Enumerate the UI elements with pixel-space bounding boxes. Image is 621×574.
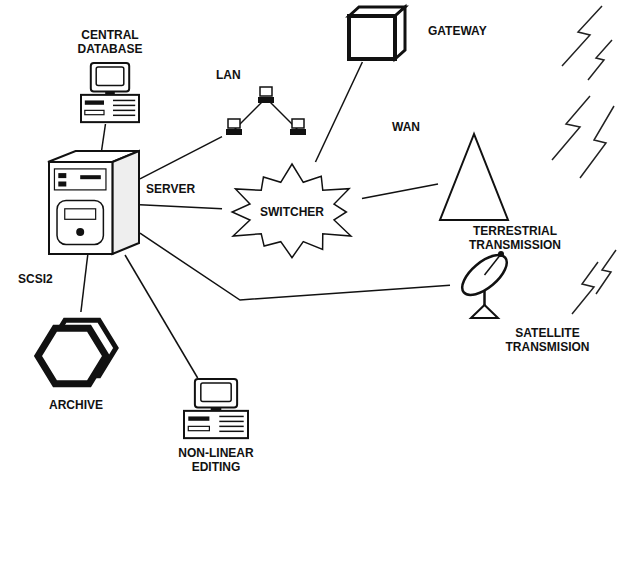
station-monitor — [292, 119, 304, 128]
gateway-front — [349, 16, 395, 59]
label-holder: LAN — [216, 68, 256, 82]
satellite-dish: SATELLITE TRANSMISION — [450, 245, 525, 320]
grille-line — [219, 421, 243, 423]
signal-zigzag — [588, 40, 612, 80]
signal-zigzag — [580, 106, 614, 178]
server-slot — [80, 175, 101, 179]
server-drive — [65, 209, 96, 220]
screen — [201, 383, 231, 402]
signal-zigzag — [572, 262, 598, 314]
node-label: ARCHIVE — [31, 398, 121, 412]
grille-line — [113, 105, 135, 107]
network-connector — [362, 184, 438, 199]
node-icon — [345, 4, 407, 62]
editing-computer: NON-LINEAR EDITING — [183, 378, 249, 440]
node-icon — [450, 245, 525, 320]
gateway-box: GATEWAY — [345, 4, 407, 62]
network-connector — [140, 205, 222, 209]
label-holder: GATEWAY — [428, 24, 508, 38]
node-icon — [438, 132, 510, 222]
drive-slot — [188, 416, 209, 420]
label-holder: SWITCHER — [260, 205, 324, 219]
drive-slot — [188, 426, 209, 430]
node-icon — [222, 86, 310, 142]
node-icon — [183, 378, 249, 440]
grille-line — [219, 431, 243, 433]
network-label: WAN — [392, 120, 420, 134]
monitor — [91, 63, 129, 92]
server-panel — [54, 169, 106, 190]
grille-line — [113, 110, 135, 112]
node-label: GATEWAY — [428, 24, 508, 38]
label-holder: WAN — [392, 120, 420, 134]
lan-network: LAN — [222, 86, 310, 142]
label-holder: SCSI2 — [16, 272, 55, 286]
label-holder: SATELLITE TRANSMISION — [490, 326, 605, 354]
system-unit — [81, 95, 139, 122]
grille-line — [219, 416, 243, 418]
terrestrial-tower: TERRESTRIAL TRANSMISSION — [438, 132, 510, 222]
archive-drive: ARCHIVE — [32, 312, 120, 394]
label-holder: NON-LINEAR EDITING — [168, 446, 264, 474]
grille-line — [113, 100, 135, 102]
server-tower: SERVER — [48, 150, 140, 255]
node-label: LAN — [216, 68, 256, 82]
switcher-starburst — [232, 164, 351, 258]
bus-label: SCSI2 — [16, 272, 55, 286]
node-label: TERRESTRIAL TRANSMISSION — [455, 224, 575, 252]
server-door — [57, 200, 103, 244]
system-unit — [184, 411, 248, 438]
network-connector — [102, 124, 106, 150]
database-computer: CENTRAL DATABASE — [80, 62, 140, 124]
switcher-burst: SWITCHER — [222, 162, 362, 262]
label-holder: TERRESTRIAL TRANSMISSION — [455, 224, 575, 252]
dish-feed — [485, 254, 502, 275]
drive-slot — [85, 110, 104, 114]
station-monitor — [260, 87, 272, 96]
signal-zigzag — [552, 96, 590, 160]
network-connector — [125, 255, 198, 378]
dish-reflector — [456, 248, 514, 302]
grille-line — [219, 426, 243, 428]
node-label: NON-LINEAR EDITING — [168, 446, 264, 474]
network-connector — [140, 137, 222, 179]
signal-zigzag — [596, 250, 616, 294]
station-monitor — [228, 119, 240, 128]
node-icon — [48, 150, 140, 255]
station-base — [258, 97, 274, 103]
server-button — [58, 173, 66, 178]
server-front — [49, 162, 112, 254]
label-holder: CENTRAL DATABASE — [62, 28, 158, 56]
node-label: SERVER — [146, 182, 216, 196]
station-base — [290, 129, 306, 135]
node-icon — [32, 312, 120, 394]
server-side — [112, 151, 139, 254]
grille-line — [113, 115, 135, 117]
node-icon — [80, 62, 140, 124]
monitor — [195, 379, 237, 408]
drive-slot — [85, 100, 104, 104]
server-button — [58, 182, 66, 187]
dish-horn — [498, 251, 504, 257]
dish-base — [471, 305, 498, 318]
tower-triangle — [440, 134, 508, 220]
node-label: SWITCHER — [260, 205, 324, 219]
screen — [96, 67, 124, 86]
label-holder: ARCHIVE — [31, 398, 121, 412]
archive-front — [38, 328, 106, 383]
station-base — [226, 129, 242, 135]
node-label: SATELLITE TRANSMISION — [490, 326, 605, 354]
network-connector — [81, 255, 88, 312]
node-label: CENTRAL DATABASE — [62, 28, 158, 56]
server-knob — [76, 228, 84, 236]
network-connector — [315, 62, 362, 162]
label-holder: SERVER — [146, 182, 216, 196]
